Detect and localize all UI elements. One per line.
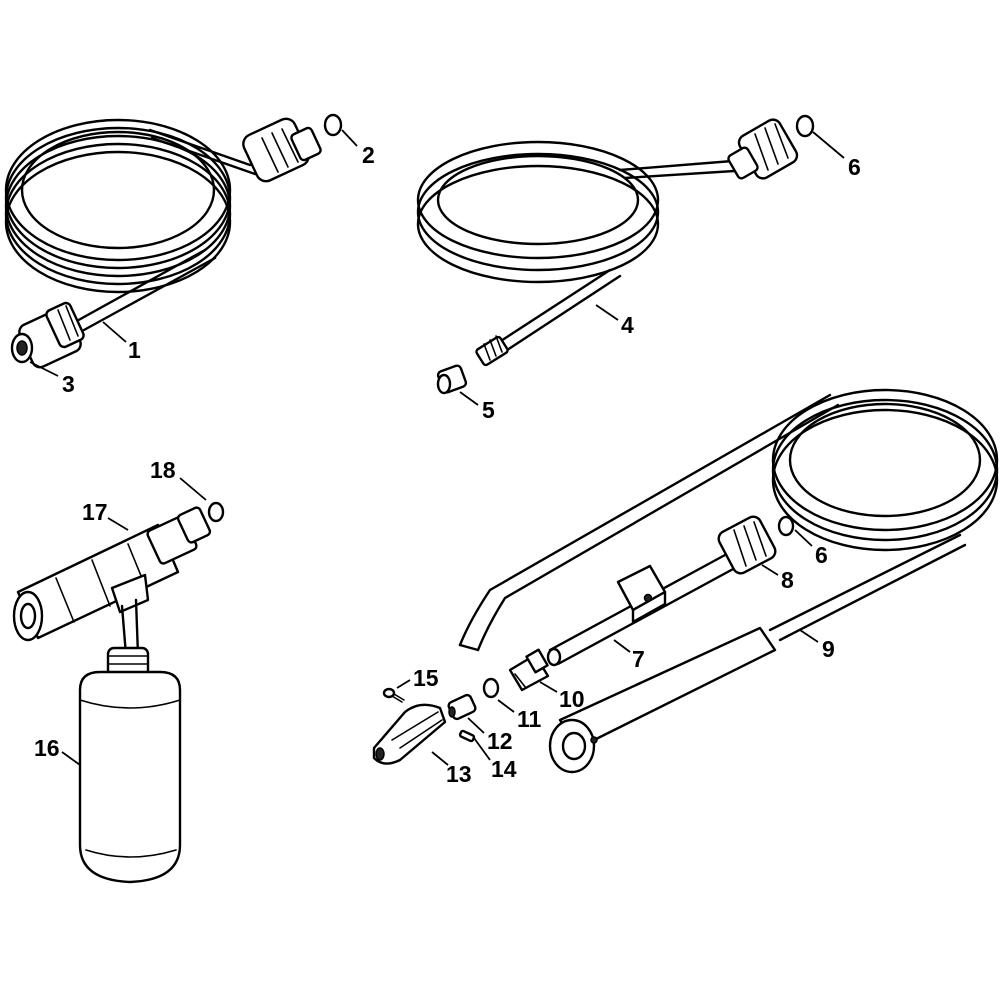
nozzle-part-12 <box>447 693 477 721</box>
callout-3: 3 <box>62 371 75 397</box>
callout-14: 14 <box>491 756 517 782</box>
plug-part-5 <box>436 364 468 395</box>
coupling-nut-part-3 <box>10 301 85 369</box>
tube-with-holder-part-7 <box>546 553 737 667</box>
detergent-bottle-part-16 <box>78 646 182 884</box>
pin-part-14 <box>458 729 476 743</box>
callout-6-top: 6 <box>848 154 861 180</box>
o-ring-part-6-bottom <box>777 515 795 537</box>
union-nut-part-8 <box>717 515 777 575</box>
threaded-end-part-4 <box>475 335 509 367</box>
callout-2: 2 <box>362 142 375 168</box>
o-ring-part-18 <box>207 501 225 523</box>
o-ring-part-2 <box>323 113 343 137</box>
lance-tube-part-9 <box>458 393 967 774</box>
hose-coil-part-9 <box>771 388 999 552</box>
callout-4: 4 <box>621 312 634 338</box>
detergent-injector-part-17 <box>12 506 212 657</box>
o-ring-part-6-top <box>795 114 815 138</box>
nozzle-insert-part-10 <box>508 648 550 692</box>
o-ring-part-11 <box>482 677 500 699</box>
screw-part-15 <box>382 687 405 703</box>
hose-nut-part-4 <box>727 118 799 180</box>
nozzle-cap-part-13 <box>372 703 447 765</box>
callout-16: 16 <box>34 735 60 761</box>
callout-18: 18 <box>150 457 176 483</box>
callout-1: 1 <box>128 337 141 363</box>
callout-11: 11 <box>517 706 542 732</box>
callout-8: 8 <box>781 567 794 593</box>
callout-7: 7 <box>632 646 645 672</box>
callout-15: 15 <box>413 665 439 691</box>
callout-5: 5 <box>482 397 495 423</box>
callout-12: 12 <box>487 728 513 754</box>
hose-coil-part-1 <box>4 118 257 332</box>
callout-13: 13 <box>446 761 472 787</box>
callout-9: 9 <box>822 636 835 662</box>
callout-10: 10 <box>559 686 585 712</box>
callout-6-bottom: 6 <box>815 542 828 568</box>
callout-labels: 1 2 3 4 5 6 6 7 8 9 10 11 12 13 14 15 16… <box>34 142 861 787</box>
callout-17: 17 <box>82 499 108 525</box>
hose-coil-part-4 <box>416 140 752 358</box>
leader-lines <box>29 129 845 766</box>
hose-fitting-upper-part-1 <box>242 117 322 183</box>
